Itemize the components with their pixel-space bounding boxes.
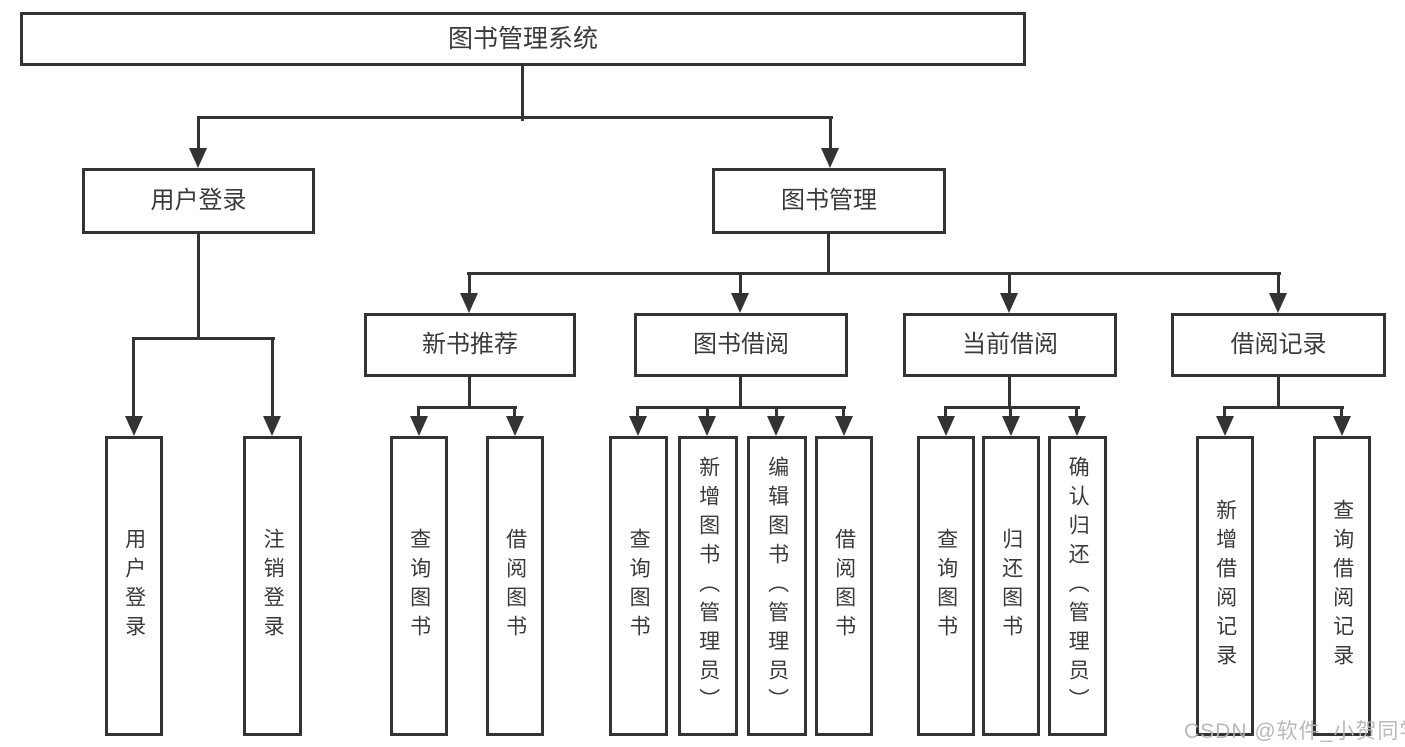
connector-vline — [1223, 406, 1226, 420]
arrowhead-down-icon — [698, 416, 716, 436]
connector-vline — [197, 116, 200, 152]
connector-vline — [775, 406, 778, 420]
node-confirm-return-admin: 确认归还（管理员） — [1048, 436, 1107, 736]
arrowhead-down-icon — [629, 416, 647, 436]
connector-vline — [1277, 377, 1280, 409]
connector-hline — [944, 406, 1080, 409]
connector-vline — [271, 337, 274, 420]
arrowhead-down-icon — [821, 148, 839, 168]
arrowhead-down-icon — [460, 293, 478, 313]
arrowhead-down-icon — [937, 416, 955, 436]
node-add-books-admin: 新增图书（管理员） — [678, 436, 738, 736]
arrowhead-down-icon — [263, 416, 281, 436]
connector-vline — [827, 234, 830, 275]
connector-vline — [739, 272, 742, 297]
connector-vline — [706, 406, 709, 420]
connector-hline — [417, 406, 517, 409]
connector-vline — [417, 406, 420, 420]
arrowhead-down-icon — [767, 416, 785, 436]
node-new-book-recommend: 新书推荐 — [364, 313, 576, 377]
connector-hline — [1223, 406, 1344, 409]
arrowhead-down-icon — [506, 416, 524, 436]
node-query-books-recommend: 查询图书 — [390, 436, 448, 736]
arrowhead-down-icon — [189, 148, 207, 168]
connector-hline — [636, 406, 846, 409]
connector-vline — [468, 377, 471, 409]
connector-hline — [197, 116, 833, 119]
connector-vline — [521, 66, 524, 121]
arrowhead-down-icon — [1002, 416, 1020, 436]
connector-vline — [1009, 406, 1012, 420]
node-borrow-books-borrowing: 借阅图书 — [815, 436, 873, 736]
node-return-books: 归还图书 — [982, 436, 1040, 736]
node-borrowing-records: 借阅记录 — [1171, 313, 1386, 377]
node-logout-action: 注销登录 — [243, 436, 302, 736]
watermark-text: CSDN @软件_小贺同学 — [1184, 720, 1405, 743]
arrowhead-down-icon — [1068, 416, 1086, 436]
connector-vline — [944, 406, 947, 420]
connector-vline — [1075, 406, 1078, 420]
node-current-borrowing: 当前借阅 — [903, 313, 1117, 377]
node-query-books-borrowing: 查询图书 — [609, 436, 668, 736]
connector-vline — [1008, 377, 1011, 409]
arrowhead-down-icon — [125, 416, 143, 436]
node-user-login: 用户登录 — [82, 168, 315, 234]
connector-hline — [132, 337, 275, 340]
arrowhead-down-icon — [1269, 293, 1287, 313]
node-book-borrowing: 图书借阅 — [634, 313, 848, 377]
node-query-books-current: 查询图书 — [917, 436, 975, 736]
node-borrow-books-recommend: 借阅图书 — [486, 436, 544, 736]
connector-vline — [1008, 272, 1011, 297]
node-library-management-system: 图书管理系统 — [20, 12, 1026, 66]
node-user-login-action: 用户登录 — [105, 436, 163, 736]
connector-vline — [842, 406, 845, 420]
arrowhead-down-icon — [410, 416, 428, 436]
connector-vline — [468, 272, 471, 297]
arrowhead-down-icon — [1216, 416, 1234, 436]
arrowhead-down-icon — [1333, 416, 1351, 436]
connector-vline — [739, 377, 742, 409]
arrowhead-down-icon — [835, 416, 853, 436]
connector-vline — [1340, 406, 1343, 420]
connector-hline — [467, 272, 1281, 275]
connector-vline — [513, 406, 516, 420]
arrowhead-down-icon — [1000, 293, 1018, 313]
arrowhead-down-icon — [731, 293, 749, 313]
connector-vline — [1277, 272, 1280, 297]
connector-vline — [132, 337, 135, 420]
connector-vline — [829, 116, 832, 152]
connector-vline — [197, 234, 200, 340]
connector-vline — [636, 406, 639, 420]
node-query-borrow-record: 查询借阅记录 — [1313, 436, 1371, 736]
node-add-borrow-record: 新增借阅记录 — [1196, 436, 1254, 736]
node-book-management: 图书管理 — [712, 168, 946, 234]
node-edit-books-admin: 编辑图书（管理员） — [747, 436, 807, 736]
